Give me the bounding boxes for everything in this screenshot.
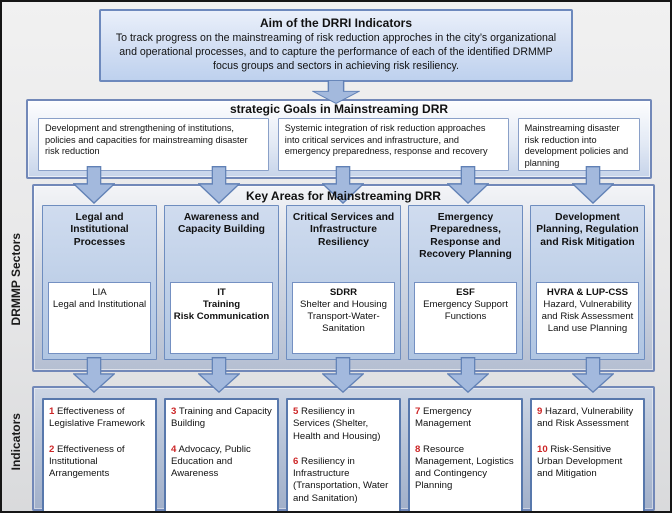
- indicator-item: 3 Training and Capacity Building: [171, 406, 272, 431]
- down-arrow-icon: [322, 357, 365, 393]
- indicator-text: Advocacy, Public Education and Awareness: [171, 443, 251, 480]
- down-arrow-icon: [197, 166, 240, 204]
- indicator-item: 7 Emergency Management: [415, 406, 516, 431]
- down-arrow-icon: [73, 357, 116, 393]
- sector-detail: Hazard, Vulnerability and Risk Assessmen…: [541, 298, 634, 334]
- indicator-text: Risk-Sensitive Urban Development and Mit…: [537, 443, 623, 480]
- down-arrow-icon: [312, 80, 360, 104]
- key-column-legal: Legal and Institutional Processes LIA Le…: [42, 205, 157, 360]
- indicator-box-legal: 1 Effectiveness of Legislative Framework…: [42, 398, 157, 511]
- sector-acronym: ESF: [456, 287, 475, 298]
- arrows-key-areas-to-indicators: [32, 357, 655, 393]
- indicator-item: 8 Resource Management, Logistics and Con…: [415, 444, 516, 493]
- sector-acronym: LIA: [92, 287, 107, 298]
- column-detail-box: SDRR Shelter and Housing Transport-Water…: [292, 282, 395, 354]
- column-header: Emergency Preparedness, Response and Rec…: [419, 212, 512, 261]
- goal-box-3: Mainstreaming disaster risk reduction in…: [517, 118, 640, 171]
- indicator-text: Resiliency in Infrastructure (Transporta…: [293, 455, 389, 504]
- aim-box: Aim of the DRRI Indicators To track prog…: [99, 9, 573, 82]
- indicator-number: 8: [415, 443, 421, 455]
- aim-body: To track progress on the mainstreaming o…: [115, 32, 557, 72]
- column-detail-box: ESF Emergency Support Functions: [414, 282, 517, 354]
- goal-box-1: Development and strengthening of institu…: [38, 118, 269, 171]
- column-detail-box: HVRA & LUP-CSS Hazard, Vulnerability and…: [536, 282, 639, 354]
- indicator-box-hazard: 9 Hazard, Vulnerability and Risk Assessm…: [530, 398, 645, 511]
- sector-detail: Shelter and Housing Transport-Water-Sani…: [300, 298, 387, 334]
- indicator-text: Resiliency in Services (Shelter, Health …: [293, 406, 381, 442]
- indicator-text: Effectiveness of Legislative Framework: [49, 406, 145, 430]
- indicator-box-resiliency: 5 Resiliency in Services (Shelter, Healt…: [286, 398, 401, 511]
- indicator-item: 6 Resiliency in Infrastructure (Transpor…: [293, 456, 394, 505]
- column-header: Legal and Institutional Processes: [70, 212, 129, 248]
- indicator-text: Hazard, Vulnerability and Risk Assessmen…: [537, 406, 634, 430]
- key-column-emergency: Emergency Preparedness, Response and Rec…: [408, 205, 523, 360]
- sector-detail: Risk Communication: [173, 310, 270, 322]
- key-column-awareness: Awareness and Capacity Building IT Train…: [164, 205, 279, 360]
- indicator-number: 3: [171, 406, 177, 417]
- indicator-item: 5 Resiliency in Services (Shelter, Healt…: [293, 406, 394, 443]
- indicator-number: 1: [49, 406, 55, 417]
- indicator-number: 9: [537, 406, 543, 417]
- indicator-item: 2 Effectiveness of Institutional Arrange…: [49, 444, 150, 481]
- down-arrow-icon: [322, 166, 365, 204]
- key-areas-box: Key Areas for Mainstreaming DRR Legal an…: [32, 184, 655, 372]
- sector-detail: Emergency Support Functions: [423, 298, 508, 322]
- sector-acronym: IT: [217, 287, 226, 298]
- down-arrow-icon: [571, 357, 614, 393]
- sector-detail: Legal and Institutional: [52, 298, 147, 310]
- strategic-goals-row: Development and strengthening of institu…: [28, 118, 650, 171]
- indicator-number: 7: [415, 406, 421, 417]
- indicator-text: Resource Management, Logistics and Conti…: [415, 443, 514, 492]
- key-areas-title: Key Areas for Mainstreaming DRR: [246, 189, 441, 203]
- strategic-goals-box: strategic Goals in Mainstreaming DRR Dev…: [26, 99, 652, 179]
- indicator-box-emergency: 7 Emergency Management 8 Resource Manage…: [408, 398, 523, 511]
- down-arrow-icon: [73, 166, 116, 204]
- indicator-box-awareness: 3 Training and Capacity Building 4 Advoc…: [164, 398, 279, 511]
- column-detail-box: IT Training Risk Communication: [170, 282, 273, 354]
- indicator-item: 4 Advocacy, Public Education and Awarene…: [171, 444, 272, 481]
- sector-detail: Training: [202, 298, 241, 310]
- column-header: Awareness and Capacity Building: [178, 212, 265, 236]
- indicators-box: 1 Effectiveness of Legislative Framework…: [32, 386, 655, 511]
- drmmp-sectors-label: DRMMP Sectors: [9, 233, 23, 326]
- strategic-goals-title: strategic Goals in Mainstreaming DRR: [229, 102, 449, 116]
- indicator-item: 9 Hazard, Vulnerability and Risk Assessm…: [537, 406, 638, 431]
- indicator-text: Training and Capacity Building: [171, 406, 272, 430]
- aim-title: Aim of the DRRI Indicators: [259, 16, 412, 30]
- down-arrow-icon: [197, 357, 240, 393]
- indicator-number: 5: [293, 406, 299, 417]
- down-arrow-icon: [571, 166, 614, 204]
- key-column-development: Development Planning, Regulation and Ris…: [530, 205, 645, 360]
- down-arrow-icon: [447, 357, 490, 393]
- sector-acronym: HVRA & LUP-CSS: [546, 287, 629, 298]
- key-areas-columns: Legal and Institutional Processes LIA Le…: [34, 205, 653, 368]
- indicators-label: Indicators: [9, 412, 23, 471]
- goal-box-2: Systemic integration of risk reduction a…: [277, 118, 509, 171]
- indicator-text: Effectiveness of Institutional Arrangeme…: [49, 443, 125, 480]
- indicator-item: 1 Effectiveness of Legislative Framework: [49, 406, 150, 431]
- arrows-goals-to-key-areas: [32, 166, 655, 204]
- column-header: Critical Services and Infrastructure Res…: [292, 212, 395, 248]
- indicator-text: Emergency Management: [415, 406, 472, 430]
- indicator-number: 6: [293, 455, 299, 467]
- indicator-number: 4: [171, 443, 177, 455]
- indicator-number: 10: [537, 443, 548, 455]
- indicator-item: 10 Risk-Sensitive Urban Development and …: [537, 444, 638, 481]
- sector-acronym: SDRR: [329, 287, 358, 298]
- column-header: Development Planning, Regulation and Ris…: [536, 212, 639, 248]
- column-detail-box: LIA Legal and Institutional: [48, 282, 151, 354]
- indicator-number: 2: [49, 443, 55, 455]
- key-column-critical-services: Critical Services and Infrastructure Res…: [286, 205, 401, 360]
- arrow-aim-to-goals: [2, 80, 670, 104]
- down-arrow-icon: [447, 166, 490, 204]
